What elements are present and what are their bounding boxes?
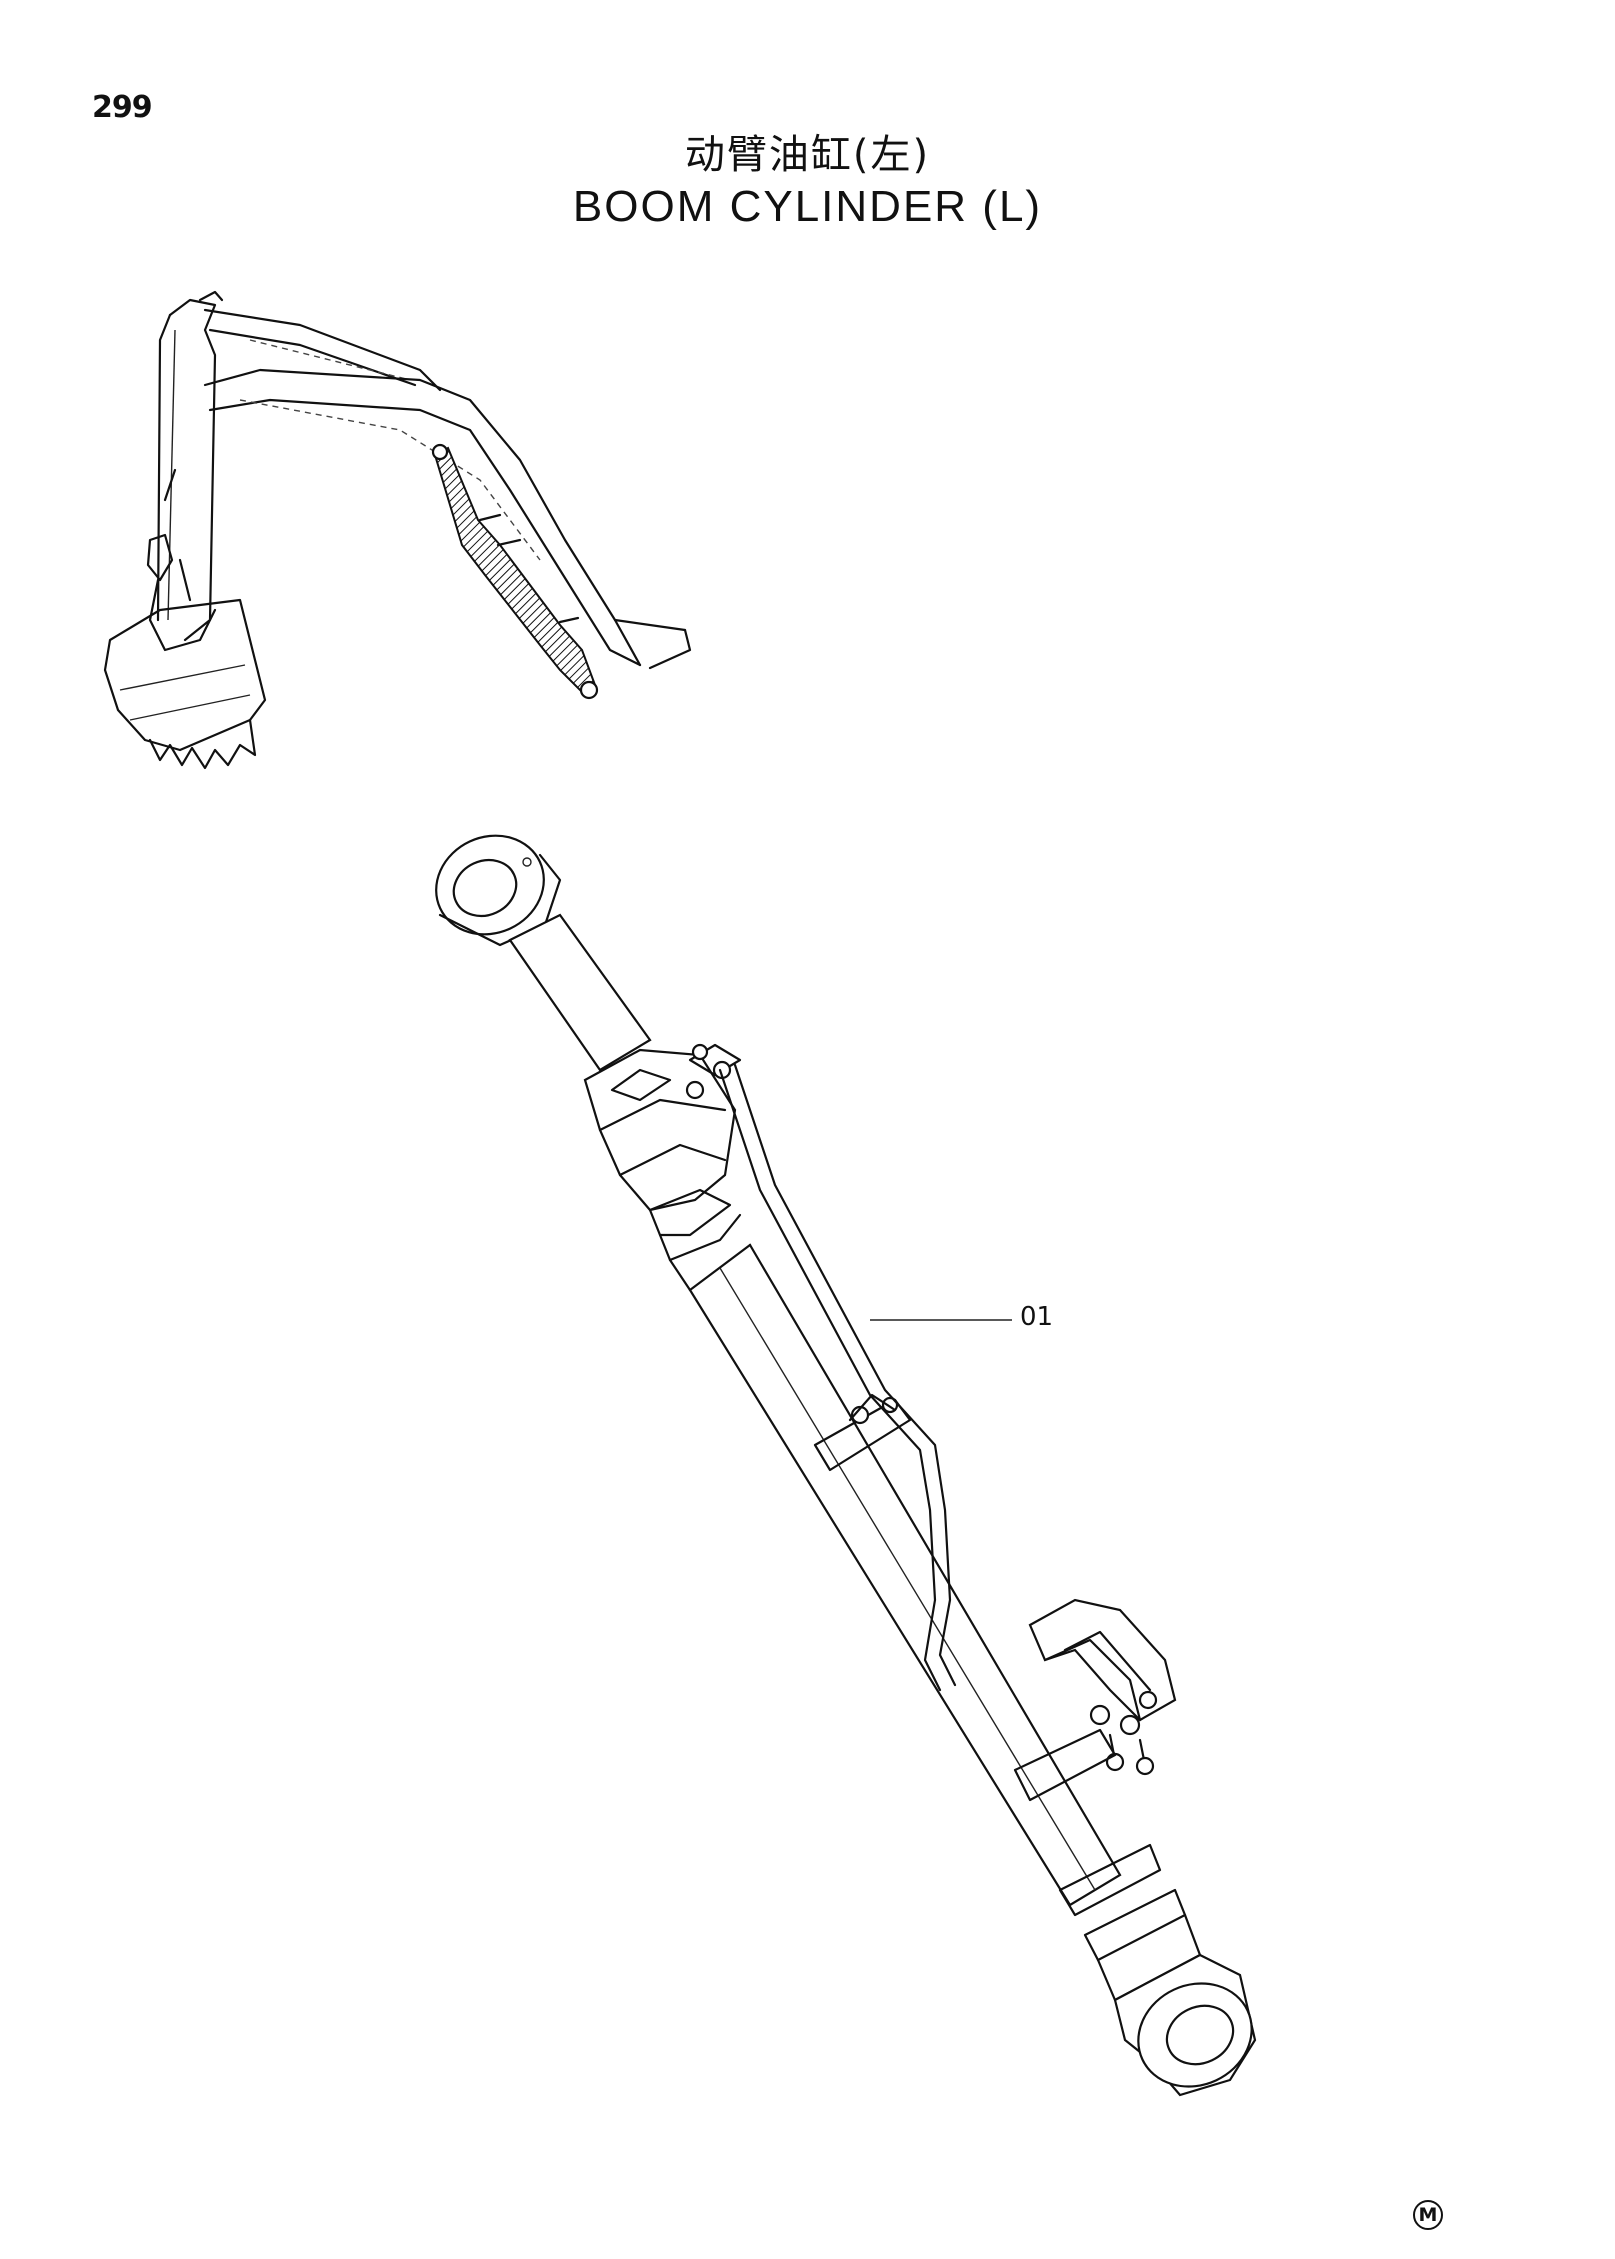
hydraulic-pipe xyxy=(718,1068,942,1692)
rod-eye-top xyxy=(435,834,562,947)
page-title-english: BOOM CYLINDER (L) xyxy=(572,182,1043,231)
tube-clamp xyxy=(813,1393,912,1472)
cylinder-head xyxy=(583,1043,752,1292)
page-title-chinese: 动臂油缸(左) xyxy=(684,132,931,178)
piston-rod xyxy=(508,913,652,1072)
m-mark-symbol: M xyxy=(1413,2200,1443,2230)
port-flange xyxy=(1028,1598,1177,1776)
callout-label-01: 01 xyxy=(1020,1302,1054,1332)
rod-eye-bottom xyxy=(1113,1953,1257,2097)
page-number: 299 xyxy=(92,90,153,125)
lower-clamp xyxy=(1013,1728,1117,1802)
boom-cylinder-illustration xyxy=(435,834,1257,2097)
excavator-locator-illustration xyxy=(103,290,692,770)
